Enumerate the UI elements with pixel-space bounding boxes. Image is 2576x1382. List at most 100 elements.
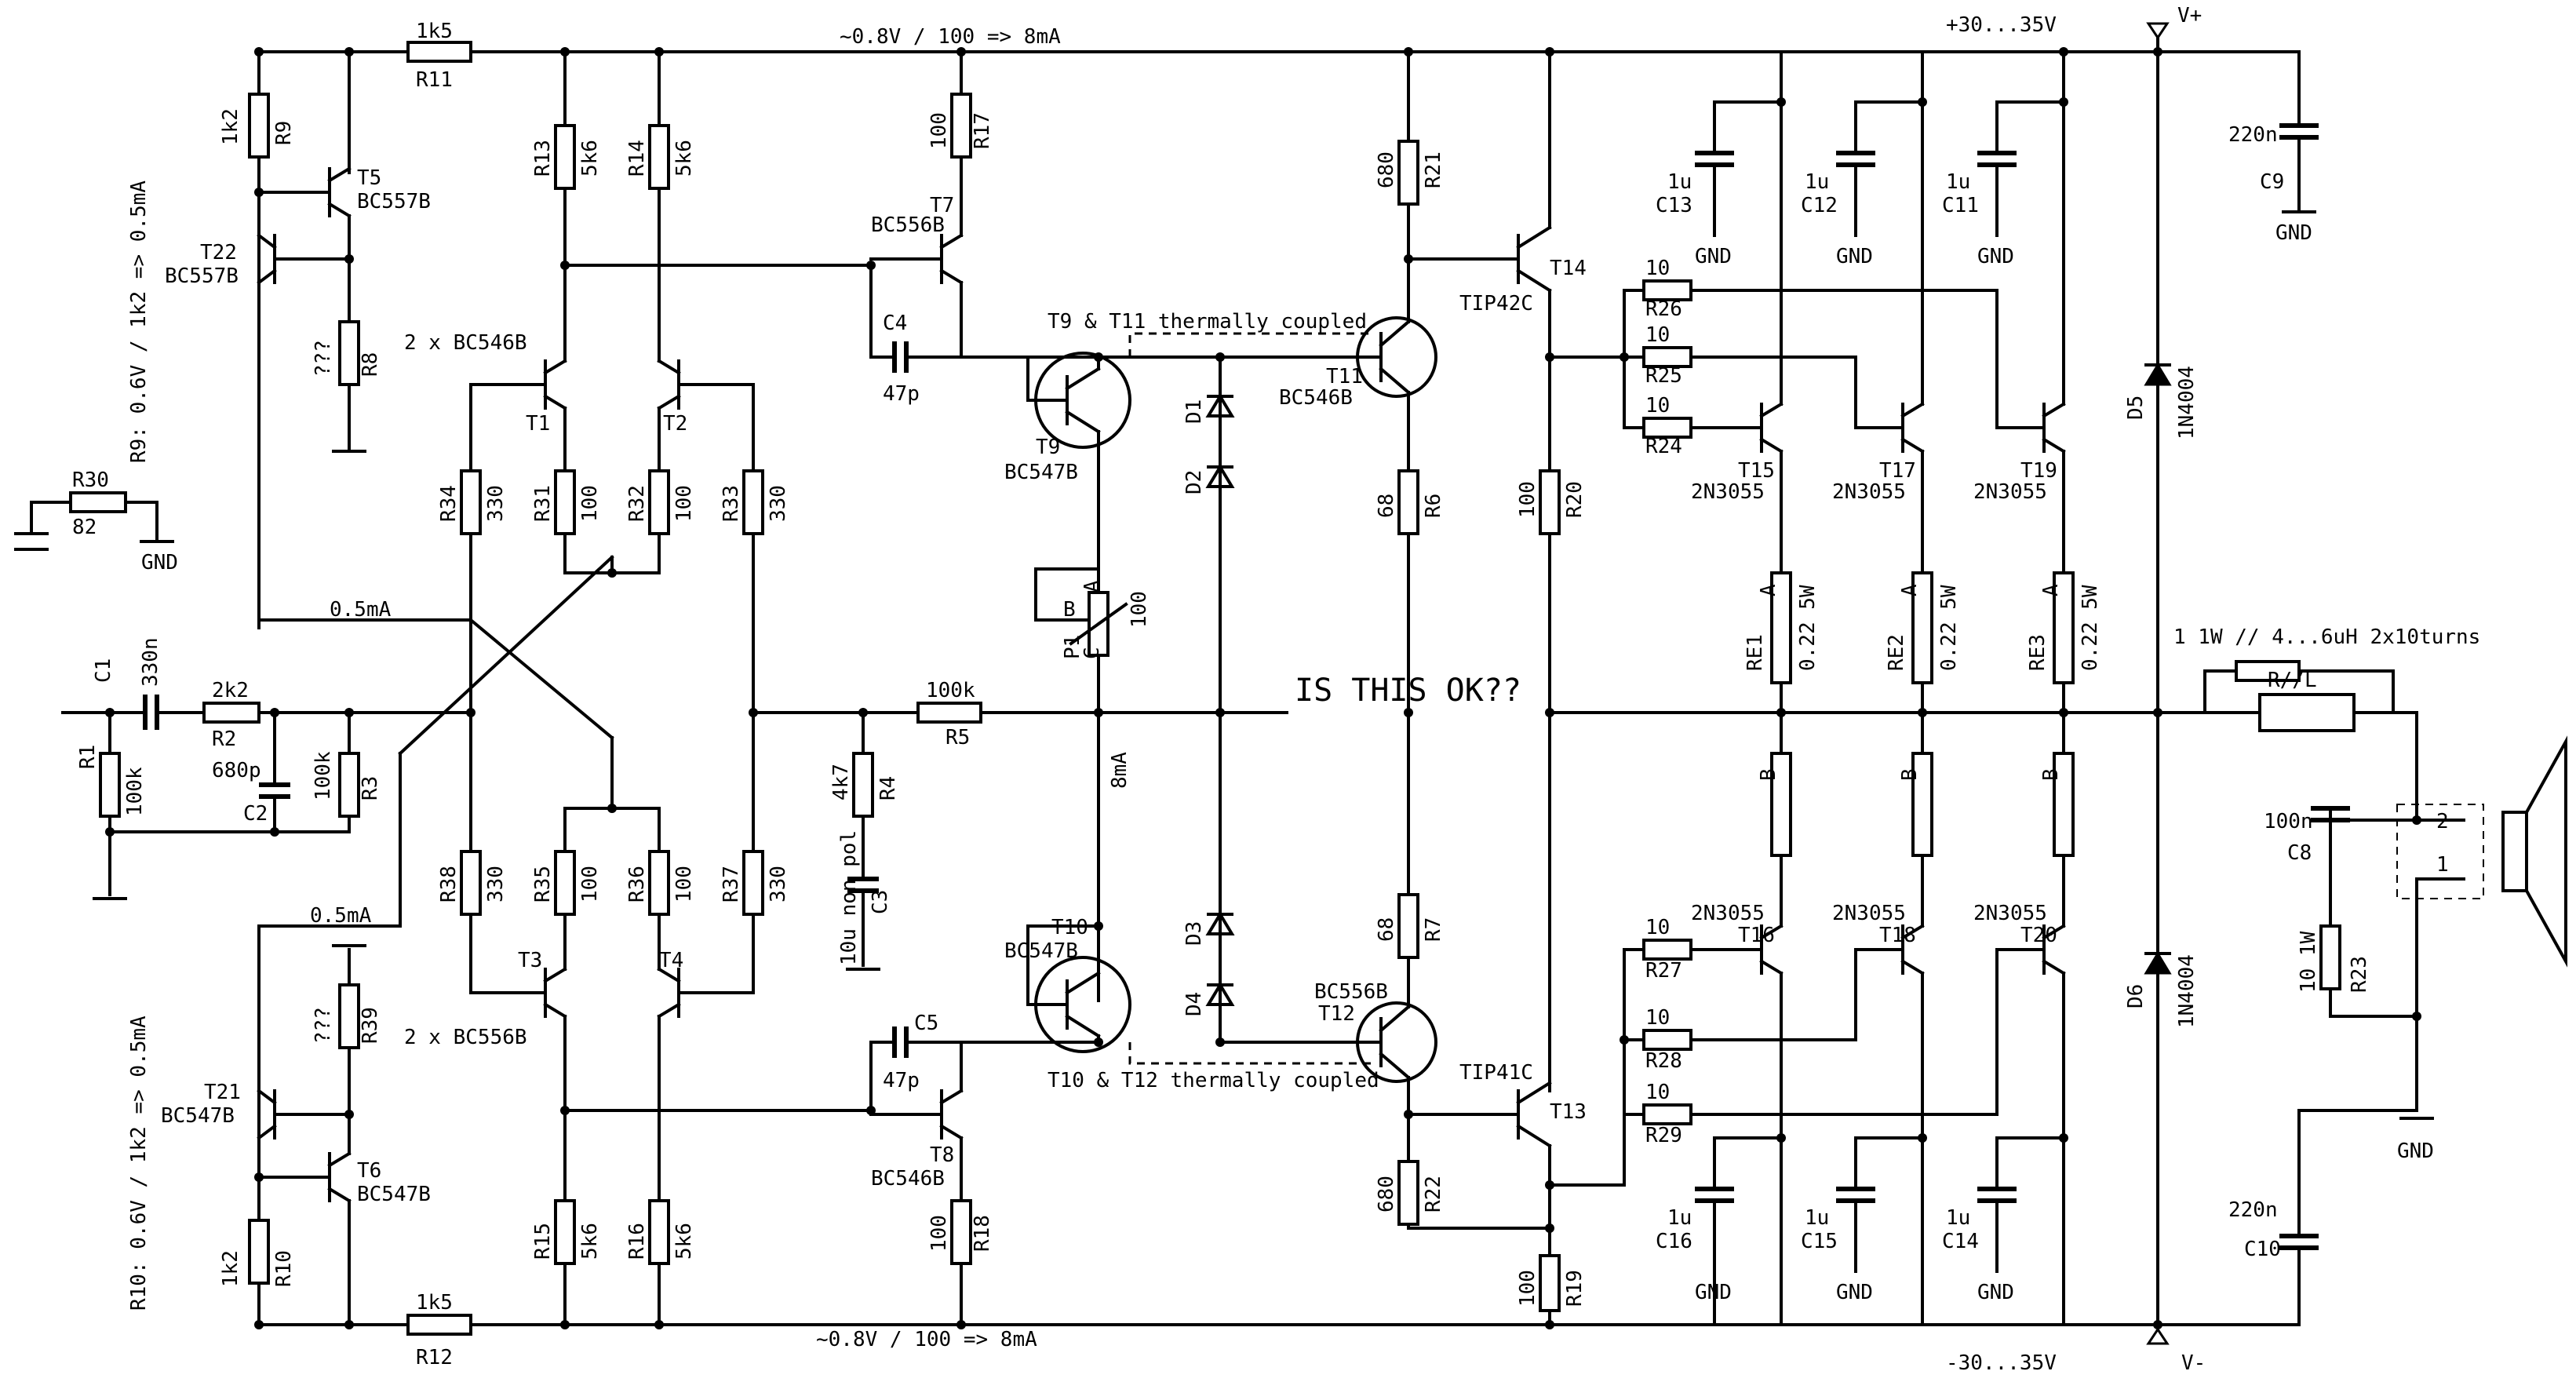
c4-ref: C4 [883,312,907,335]
d3-ref: D3 [1182,921,1206,946]
t9-ref: T9 [1036,436,1060,459]
c3-value: 10u non pol [837,830,861,965]
r22-ref: R22 [1422,1176,1445,1212]
c15-ref: C15 [1801,1230,1838,1253]
r8-value: ??? [312,340,335,377]
resistor-r6-body [1397,469,1419,535]
r11-ref: R11 [416,68,453,92]
t3-t4-type: 2 x BC556B [404,1026,527,1049]
r9-value: 1k2 [219,108,242,145]
c15-value: 1u [1805,1206,1829,1230]
gnd-label: GND [1977,245,2014,268]
resistor-r33-body [742,469,764,535]
t11-ref: T11 [1326,365,1363,388]
d5-type: 1N4004 [2175,366,2199,439]
resistor-r15-body [554,1199,576,1265]
resistor-r4-body [852,752,874,818]
r6-ref: R6 [1422,494,1445,518]
c4-value: 47p [883,382,920,406]
t19-ref: T19 [2020,459,2057,483]
speaker-connector [2396,804,2484,899]
t17-ref: T17 [1879,459,1916,483]
p1-pin-c: C [1080,647,1104,659]
r30-ref: R30 [72,469,109,492]
r16-value: 5k6 [672,1223,696,1260]
resistor-r2-body [202,702,261,724]
re1-ref: RE1 [1743,634,1767,671]
t6-type: BC547B [357,1183,431,1206]
resistor-r27-body [1642,939,1692,961]
r20-ref: R20 [1563,481,1587,518]
gnd-label: GND [2275,221,2312,245]
resistor-r34-body [460,469,482,535]
c8-ref: C8 [2287,841,2312,865]
t21-ref: T21 [204,1081,241,1104]
speaker-pin-1: 1 [2436,853,2449,877]
r10-ref: R10 [272,1250,296,1287]
resistor-r22-body [1397,1160,1419,1226]
r28-value: 10 [1645,1006,1670,1030]
t5-type: BC557B [357,190,431,213]
r10-value: 1k2 [219,1250,242,1287]
resistor-r17-body [950,93,972,159]
r15-ref: R15 [531,1223,555,1260]
resistor-r32-body [648,469,670,535]
vas-stage [866,47,1100,1329]
d1-ref: D1 [1182,399,1206,424]
r36-value: 100 [672,866,696,902]
gnd-label: GND [2397,1140,2434,1163]
resistor-r19-body [1539,1254,1561,1312]
resistor-r18-body [950,1199,972,1265]
p1-pin-a: A [1080,580,1104,593]
vplus-supply-label: +30...35V [1946,13,2057,37]
r23-value: 10 1W [2297,931,2320,993]
resistor-r11-body [406,41,472,63]
r25-ref: R25 [1645,364,1682,388]
output-column-1 [1759,50,1792,1326]
r8-ref: R8 [359,352,382,377]
top-current-note: ~0.8V / 100 => 8mA [840,25,1061,49]
t16-ref: T16 [1738,924,1775,947]
r10-note: R10: 0.6V / 1k2 => 0.5mA [127,1016,151,1311]
c2-value: 680p [212,759,261,782]
resistor-r7-body [1397,893,1419,959]
r18-value: 100 [927,1215,951,1252]
c16-ref: C16 [1656,1230,1692,1253]
output-column-2 [1854,50,1933,1326]
gnd-label: GND [1836,1281,1873,1304]
re2-ref: RE2 [1885,634,1908,671]
t8-type: BC546B [871,1167,945,1191]
r27-ref: R27 [1645,959,1682,983]
current-05-bottom: 0.5mA [310,904,372,928]
r5-value: 100k [926,679,975,702]
r22-value: 680 [1375,1176,1398,1212]
r12-ref: R12 [416,1346,453,1369]
r13-value: 5k6 [578,140,602,177]
r26-value: 10 [1645,257,1670,280]
r18-ref: R18 [971,1215,994,1252]
t1-ref: T1 [526,412,550,436]
question-label: IS THIS OK?? [1295,673,1521,709]
c10-value: 220n [2228,1198,2278,1222]
re3-pin-b: B [2039,768,2063,781]
t18-ref: T18 [1879,924,1916,947]
r35-value: 100 [578,866,602,902]
gnd-label: GND [1695,1281,1732,1304]
resistor-r14-body [648,124,670,190]
r33-value: 330 [767,485,790,522]
gnd-label: GND [141,551,178,574]
t20-ref: T20 [2020,924,2057,947]
r4-value: 4k7 [829,764,853,800]
t15-ref: T15 [1738,459,1775,483]
c11-ref: C11 [1942,194,1979,217]
t9-t11-note: T9 & T11 thermally coupled [1048,310,1367,334]
t19-type: 2N3055 [1973,480,2047,504]
t21-type: BC547B [161,1104,235,1128]
c3-ref: C3 [869,890,892,914]
speaker-magnet [2501,811,2528,892]
r4-ref: R4 [876,776,900,800]
r7-ref: R7 [1422,917,1445,942]
c9-value: 220n [2228,123,2278,147]
r2-value: 2k2 [212,679,249,702]
c16-value: 1u [1667,1206,1692,1230]
